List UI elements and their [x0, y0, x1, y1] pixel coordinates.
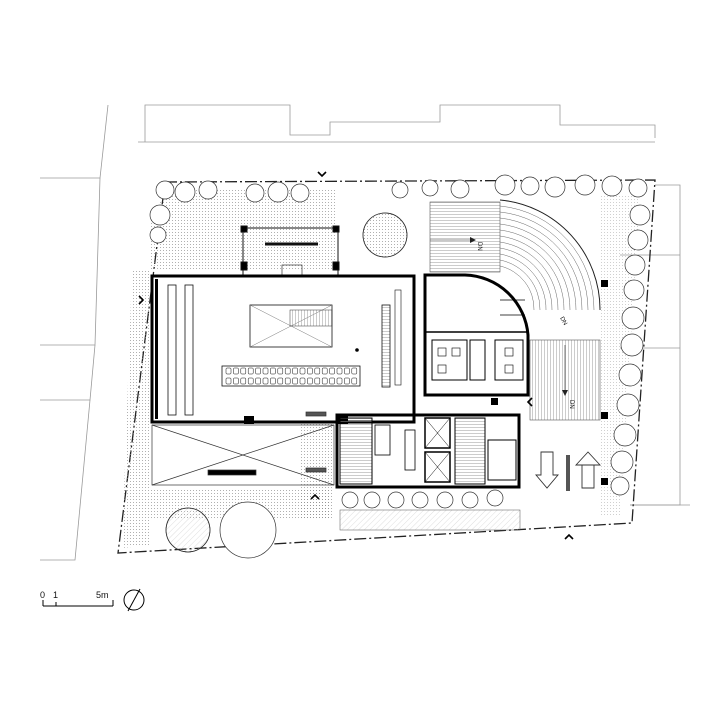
- seat: [262, 367, 269, 375]
- seat: [336, 377, 343, 385]
- dn-label-east: DN: [568, 400, 574, 409]
- columns: [491, 280, 608, 485]
- seat: [314, 377, 321, 385]
- toilet-block: [423, 273, 530, 397]
- seat: [233, 367, 239, 375]
- entry-markers: [138, 171, 574, 540]
- covered-terrace: [151, 411, 335, 486]
- seat: [255, 367, 261, 375]
- scale-tick-1: 1: [53, 590, 58, 600]
- seat: [277, 377, 284, 385]
- seat: [240, 367, 247, 375]
- chevron-icon: [310, 493, 320, 500]
- south-garden-strip: [339, 509, 521, 531]
- seat: [233, 377, 239, 385]
- chevron-icon: [138, 295, 145, 305]
- seat: [240, 377, 247, 385]
- seat: [299, 377, 306, 385]
- seat: [262, 377, 269, 385]
- seat: [351, 367, 358, 375]
- chevron-icon: [526, 397, 533, 407]
- seat: [321, 367, 328, 375]
- seat: [270, 367, 276, 375]
- seat: [314, 367, 321, 375]
- seat: [277, 367, 284, 375]
- core-block: [335, 413, 521, 489]
- seat: [292, 377, 298, 385]
- chevron-icon: [317, 171, 327, 178]
- seat: [255, 377, 261, 385]
- seat: [307, 377, 313, 385]
- seat: [247, 377, 254, 385]
- driveway-arrows: [535, 451, 602, 491]
- seat: [336, 367, 343, 375]
- seat: [270, 377, 276, 385]
- seat: [292, 367, 298, 375]
- seat: [351, 377, 358, 385]
- seat: [329, 377, 335, 385]
- neighbor-buildings: [40, 104, 690, 561]
- scale-tick-5: 5m: [96, 590, 109, 600]
- chevron-icon: [564, 533, 574, 540]
- trees: [149, 174, 651, 559]
- north-steps: DN: [429, 201, 501, 273]
- scale-tick-0: 0: [40, 590, 45, 600]
- paving: [122, 188, 640, 548]
- bench-seats: [225, 367, 358, 385]
- north-pavilion: [240, 225, 340, 279]
- seat: [321, 377, 328, 385]
- seat: [299, 367, 306, 375]
- seat: [225, 377, 232, 385]
- site-boundary: [117, 179, 656, 554]
- amphitheatre-seating: [499, 199, 601, 311]
- dn-label-north: DN: [476, 242, 482, 251]
- main-hall: [150, 274, 416, 424]
- seat: [284, 377, 291, 385]
- seat: [284, 367, 291, 375]
- dn-label-amphitheatre: DN: [558, 316, 568, 327]
- seat: [225, 367, 232, 375]
- scale-bar: 0 1 5m: [40, 590, 114, 607]
- seat: [307, 367, 313, 375]
- seat: [247, 367, 254, 375]
- seat: [344, 367, 350, 375]
- compass-circle-icon: [123, 588, 145, 612]
- east-ramp: DN: [529, 339, 601, 421]
- seat: [344, 377, 350, 385]
- seat: [329, 367, 335, 375]
